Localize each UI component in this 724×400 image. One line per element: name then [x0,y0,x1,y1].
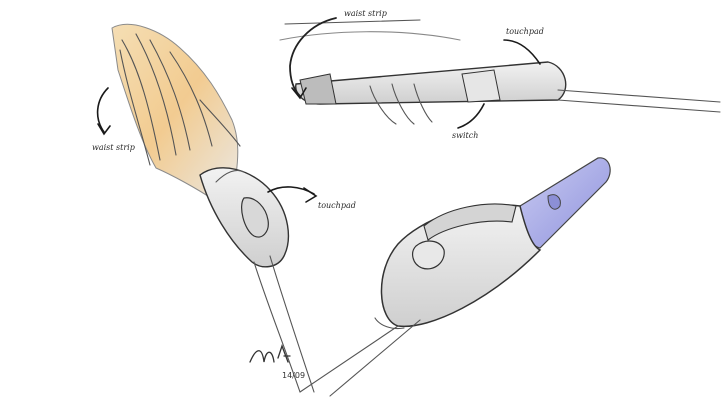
left-device-sketch [199,167,315,393]
label-waist-strip-top: waist strip [344,9,387,18]
left-hand-sketch [111,23,241,201]
arrowhead [291,87,307,100]
arrowhead [303,187,318,203]
label-touchpad-top: touchpad [506,27,544,36]
label-waist-strip-left: waist strip [92,143,135,152]
signature: 14/09 [249,344,305,380]
top-device-sketch [279,19,721,125]
accent-band [519,157,611,249]
touchpad-shape [241,197,269,238]
touchpad-shape [412,240,445,270]
switch-arrow-top [457,103,485,129]
waist-strip-arrow-left [96,87,109,133]
waist-strip-arrow-top [289,17,337,97]
touchpad-arrow-top [503,39,541,65]
device-render [299,157,611,397]
signature-date: 14/09 [282,371,305,380]
label-switch-top: switch [452,131,478,140]
label-touchpad-left: touchpad [318,201,356,210]
arrowhead [97,123,111,136]
